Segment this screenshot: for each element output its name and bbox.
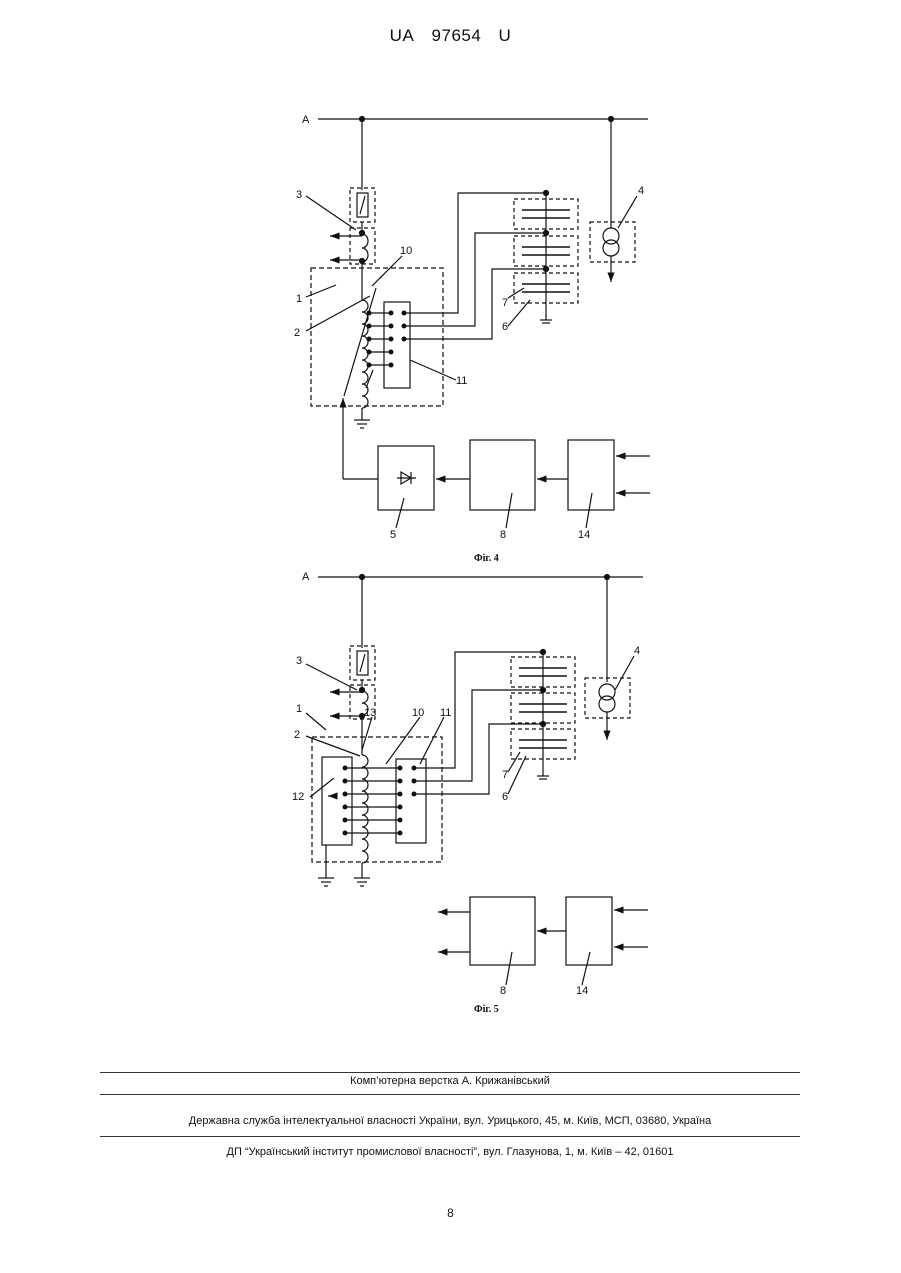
tap-switch-12	[322, 757, 352, 845]
footer-institute: ДП “Український інститут промислової вла…	[100, 1146, 800, 1158]
footer-agency: Державна служба інтелектуальної власност…	[100, 1115, 800, 1127]
tap-switch	[384, 302, 410, 388]
patent-header: UA 97654 U	[0, 26, 901, 46]
line-label: A	[302, 114, 310, 126]
footer-layout-credit: Комп’ютерна верстка А. Крижанівський	[100, 1075, 800, 1087]
line-label: A	[302, 571, 310, 583]
ref-10: 10	[400, 245, 412, 257]
ref-8: 8	[500, 529, 506, 540]
ref-7: 7	[502, 297, 508, 309]
ref-4: 4	[638, 185, 644, 197]
footer-divider	[100, 1072, 800, 1073]
ref-4: 4	[634, 645, 640, 657]
ref-13: 13	[364, 707, 376, 719]
footer-divider	[100, 1136, 800, 1137]
ref-3: 3	[296, 655, 302, 667]
patent-number: 97654	[432, 26, 482, 45]
ref-2: 2	[294, 729, 300, 741]
ref-3: 3	[296, 189, 302, 201]
ref-14: 14	[576, 985, 588, 997]
ref-6: 6	[502, 791, 508, 803]
ref-2: 2	[294, 327, 300, 339]
footer-divider	[100, 1094, 800, 1095]
ref-11: 11	[440, 707, 451, 719]
ref-11: 11	[456, 375, 467, 387]
ref-1: 1	[296, 293, 302, 305]
ref-1: 1	[296, 703, 302, 715]
tap-switch-11	[396, 759, 426, 843]
reactor-unit-box	[311, 268, 443, 406]
figure-5-caption: Фіг. 5	[474, 1004, 499, 1015]
ref-5: 5	[390, 529, 396, 540]
ref-10: 10	[412, 707, 424, 719]
ref-7: 7	[502, 769, 508, 781]
figure-5-diagram: A 3 1 2 13 10 11 12 4 7 6 8 14	[0, 560, 901, 1000]
figure-4-diagram: A 3 1 2 10 11 4 7 6 5 8 14	[0, 100, 901, 540]
ref-6: 6	[502, 321, 508, 333]
ref-8: 8	[500, 985, 506, 997]
page-number: 8	[0, 1206, 901, 1220]
ref-14: 14	[578, 529, 590, 540]
controller-block-8	[470, 897, 535, 965]
ref-12: 12	[292, 791, 304, 803]
controller-block-8	[470, 440, 535, 510]
patent-kind: U	[499, 26, 512, 45]
country-code: UA	[390, 26, 415, 45]
